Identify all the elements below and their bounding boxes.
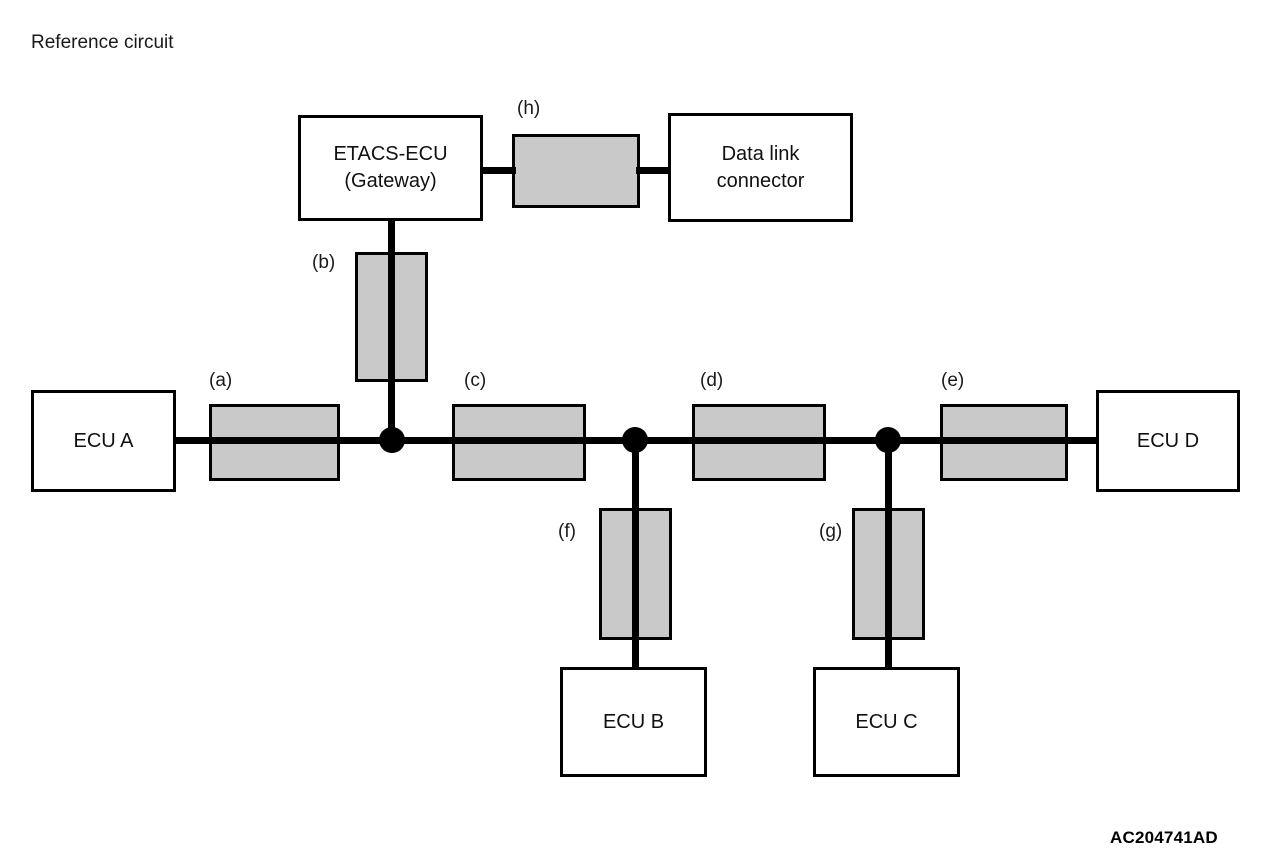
wire-bus-to-ecu-c-overlay: [885, 437, 892, 672]
node-etacs-ecu[interactable]: ETACS-ECU (Gateway): [298, 115, 483, 221]
segment-label-d: (d): [700, 370, 724, 391]
junction-dot-1: [379, 427, 405, 453]
wire-h-to-dlc-overlay: [636, 167, 672, 174]
node-ecu-d[interactable]: ECU D: [1096, 390, 1240, 492]
node-ecu-a-label: ECU A: [73, 429, 134, 452]
segment-label-e: (e): [941, 370, 965, 391]
segment-label-f: (f): [558, 521, 576, 542]
node-ecu-b[interactable]: ECU B: [560, 667, 707, 777]
junction-dot-2: [622, 427, 648, 453]
wire-etacs-to-bus-overlay: [388, 218, 395, 444]
segment-block-h: [512, 134, 640, 208]
segment-label-b: (b): [312, 252, 336, 273]
node-ecu-b-label: ECU B: [602, 710, 665, 733]
node-data-link-connector-label: Data link connector: [716, 142, 805, 192]
figure-caption: Reference circuit: [31, 32, 174, 53]
junction-dot-3: [875, 427, 901, 453]
node-ecu-c[interactable]: ECU C: [813, 667, 960, 777]
node-ecu-c-label: ECU C: [855, 710, 918, 733]
wire-etacs-to-h-overlay: [480, 167, 516, 174]
wire-bus-to-ecu-b-overlay: [632, 437, 639, 672]
segment-label-c: (c): [464, 370, 487, 391]
node-ecu-d-label: ECU D: [1136, 429, 1200, 452]
figure-id-code: AC204741AD: [1110, 828, 1218, 847]
segment-label-h: (h): [517, 98, 541, 119]
segment-label-g: (g): [819, 521, 843, 542]
node-ecu-a[interactable]: ECU A: [31, 390, 176, 492]
segment-label-a: (a): [209, 370, 233, 391]
node-etacs-ecu-label: ETACS-ECU (Gateway): [333, 143, 448, 192]
node-data-link-connector[interactable]: Data link connector: [668, 113, 853, 222]
